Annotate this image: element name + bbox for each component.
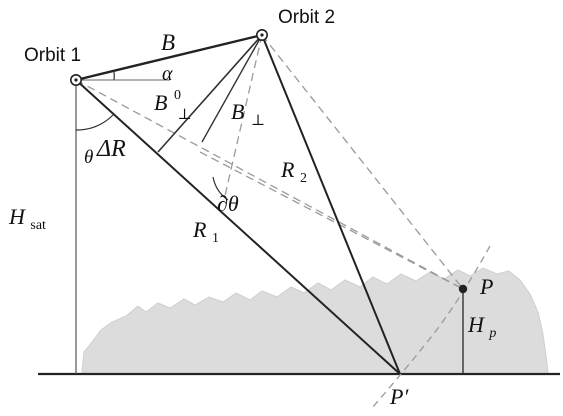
b-perp-zero-base: B bbox=[154, 90, 167, 115]
r1-label: R 1 bbox=[192, 217, 219, 246]
b-perp-sub: ⊥ bbox=[251, 113, 265, 129]
theta-label: θ bbox=[84, 147, 93, 168]
h-p-base: H bbox=[467, 312, 485, 337]
orbit2-label: Orbit 2 bbox=[278, 7, 335, 28]
alpha-label: α bbox=[162, 63, 173, 85]
b-perp-line bbox=[201, 34, 263, 143]
orbit1-label: Orbit 1 bbox=[24, 45, 81, 66]
b-perp-base: B bbox=[231, 99, 244, 124]
dashed-line-orbit2-to-r1 bbox=[223, 34, 263, 201]
dashed-line-orbit2-to-p bbox=[261, 34, 464, 290]
r1-base: R bbox=[192, 217, 207, 242]
baseline-line bbox=[75, 33, 263, 82]
h-sat-base: H bbox=[8, 204, 26, 229]
dashed-line-orbit1-to-p bbox=[75, 79, 464, 290]
b-perp-zero-line bbox=[157, 34, 263, 153]
terrain-silhouette bbox=[81, 267, 549, 373]
dashed-line-upper-arc-chord bbox=[199, 151, 464, 290]
baseline-label: B bbox=[161, 30, 175, 55]
r2-label: R 2 bbox=[280, 157, 307, 186]
point-p-prime-label: P′ bbox=[389, 384, 409, 409]
h-p-label: H p bbox=[467, 312, 496, 341]
theta-arc bbox=[75, 114, 114, 131]
r2-line bbox=[261, 34, 401, 375]
h-sat-sub: sat bbox=[30, 218, 46, 233]
orbit1-marker bbox=[70, 74, 83, 87]
h-sat-label: H sat bbox=[8, 204, 46, 233]
h-p-sub: p bbox=[488, 326, 496, 341]
b-perp-zero-sub: ⊥ bbox=[177, 107, 191, 123]
dtheta-arc bbox=[212, 176, 229, 201]
point-p-marker bbox=[458, 284, 468, 294]
dtheta-label: ∂θ bbox=[217, 191, 239, 216]
dashed-arc-equal-range bbox=[371, 245, 491, 409]
point-p-label: P bbox=[479, 274, 493, 299]
b-perp-label: B ⊥ bbox=[231, 99, 265, 129]
delta-r-label: ΔR bbox=[96, 136, 126, 162]
r2-sub: 2 bbox=[300, 171, 307, 186]
r2-base: R bbox=[280, 157, 295, 182]
b-perp-zero-label: B 0 ⊥ bbox=[154, 79, 192, 123]
r1-line bbox=[75, 79, 401, 375]
orbit2-marker bbox=[255, 28, 268, 41]
b-perp-zero-sup: 0 bbox=[174, 88, 181, 103]
r1-sub: 1 bbox=[212, 231, 219, 246]
